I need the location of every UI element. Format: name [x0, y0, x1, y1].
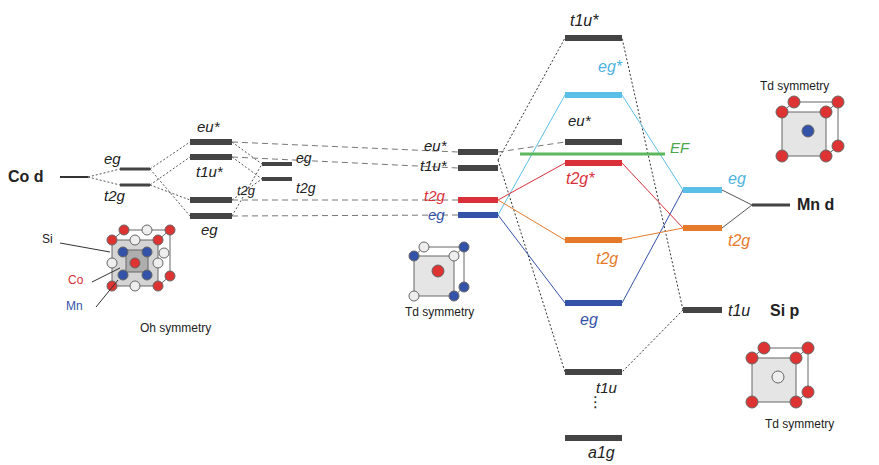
level-label: Td symmetry	[765, 418, 834, 431]
level-label: Oh symmetry	[140, 322, 211, 335]
level-label: t2g	[296, 181, 315, 196]
level-label: eg	[104, 151, 121, 168]
level-label: t2g	[596, 250, 618, 268]
level-label: t1u*	[570, 12, 598, 30]
level-label: eu*	[424, 138, 447, 155]
level-label: Si p	[770, 302, 799, 320]
level-label: t2g	[728, 232, 750, 250]
level-label: eg	[296, 151, 312, 166]
level-label: eg	[580, 311, 598, 329]
level-label: t1u	[728, 302, 750, 320]
level-label: eg*	[598, 58, 622, 76]
level-label: t1u*	[196, 164, 223, 181]
level-label: t2g	[424, 188, 445, 205]
level-label: Si	[42, 233, 53, 246]
level-label: a1g	[588, 444, 615, 462]
level-label: eg	[728, 170, 746, 188]
level-label: Td symmetry	[760, 80, 829, 93]
level-label: ⋮	[588, 394, 603, 411]
level-label: EF	[670, 140, 689, 157]
level-label: Td symmetry	[405, 306, 474, 319]
level-label: Mn	[66, 300, 83, 313]
level-label: eu*	[568, 113, 591, 130]
level-label: Mn d	[797, 196, 834, 214]
level-label: eu*	[197, 119, 220, 136]
level-label: t2g*	[566, 170, 594, 188]
level-label: Co	[68, 274, 83, 287]
level-label: Co d	[8, 168, 44, 186]
level-label: t2g	[237, 184, 255, 198]
level-label: t2g	[104, 188, 125, 205]
level-label: eg	[201, 222, 218, 239]
level-label: eg	[428, 207, 445, 224]
level-label: t1u*	[420, 158, 447, 175]
